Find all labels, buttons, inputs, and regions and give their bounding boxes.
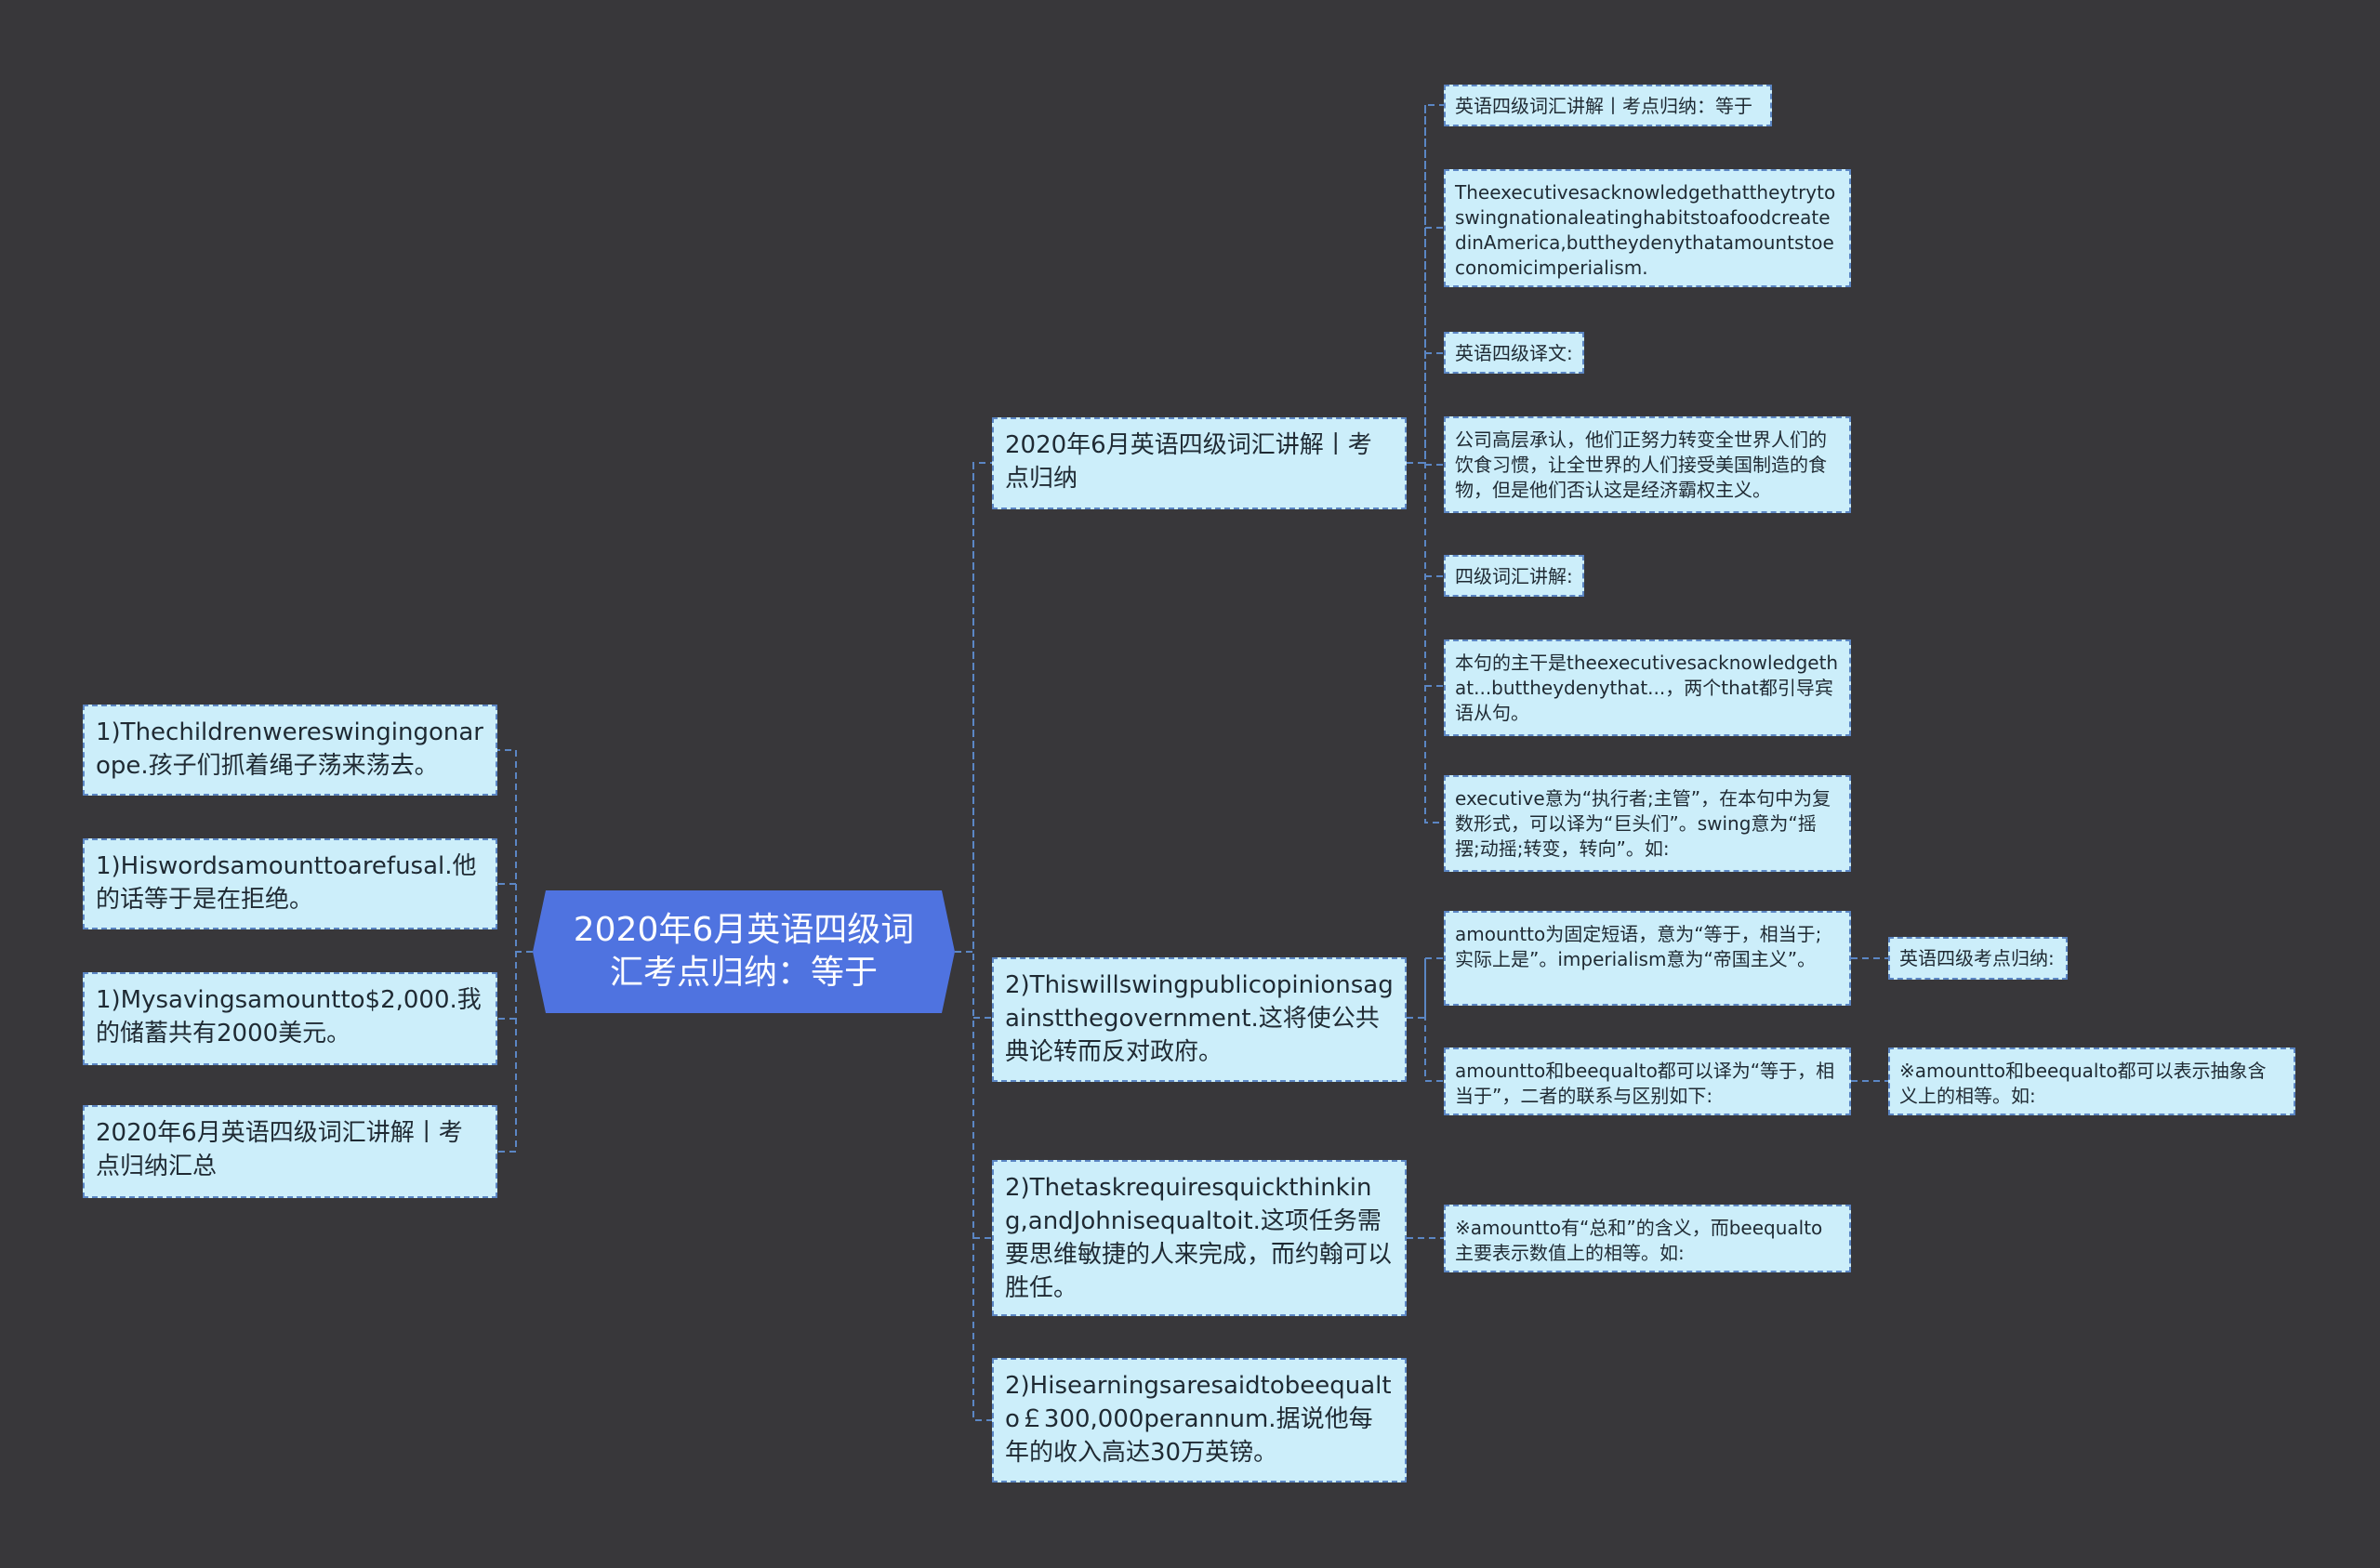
right-node-4[interactable]: 2)Hisearningsaresaidtobeequalto￡300,000p… [992,1358,1407,1482]
right-node-2[interactable]: 2)Thiswillswingpublicopinionsagainsttheg… [992,957,1407,1082]
detail-node-3[interactable]: 英语四级译文: [1444,332,1584,374]
tail-node-1[interactable]: 英语四级考点归纳: [1888,937,2068,980]
detail-node-10[interactable]: ※amountto有“总和”的含义，而beequalto主要表示数值上的相等。如… [1444,1205,1851,1272]
right-node-1[interactable]: 2020年6月英语四级词汇讲解丨考点归纳 [992,417,1407,509]
central-topic-label: 2020年6月英语四级词汇考点归纳：等于 [573,911,915,992]
detail-node-2[interactable]: Theexecutivesacknowledgethattheytrytoswi… [1444,169,1851,287]
left-node-1[interactable]: 1)Thechildrenwereswingingonarope.孩子们抓着绳子… [83,705,497,796]
central-topic-shape [533,890,955,1013]
detail-node-7[interactable]: executive意为“执行者;主管”，在本句中为复数形式，可以译为“巨头们”。… [1444,775,1851,872]
detail-node-8[interactable]: amountto为固定短语，意为“等于，相当于;实际上是”。imperialis… [1444,911,1851,1006]
tail-node-2[interactable]: ※amountto和beequalto都可以表示抽象含义上的相等。如: [1888,1048,2295,1115]
left-node-4[interactable]: 2020年6月英语四级词汇讲解丨考点归纳汇总 [83,1105,497,1198]
left-node-2[interactable]: 1)Hiswordsamounttoarefusal.他的话等于是在拒绝。 [83,838,497,929]
detail-node-9[interactable]: amountto和beequalto都可以译为“等于，相当于”，二者的联系与区别… [1444,1048,1851,1115]
central-topic[interactable]: 2020年6月英语四级词汇考点归纳：等于 [533,890,955,1013]
right-node-3[interactable]: 2)Thetaskrequiresquickthinking,andJohnis… [992,1160,1407,1316]
detail-node-6[interactable]: 本句的主干是theexecutivesacknowledgethat...but… [1444,639,1851,736]
left-node-3[interactable]: 1)Mysavingsamountto$2,000.我的储蓄共有2000美元。 [83,972,497,1065]
detail-node-1[interactable]: 英语四级词汇讲解丨考点归纳：等于 [1444,85,1772,126]
detail-node-4[interactable]: 公司高层承认，他们正努力转变全世界人们的饮食习惯，让全世界的人们接受美国制造的食… [1444,416,1851,513]
detail-node-5[interactable]: 四级词汇讲解: [1444,555,1584,597]
